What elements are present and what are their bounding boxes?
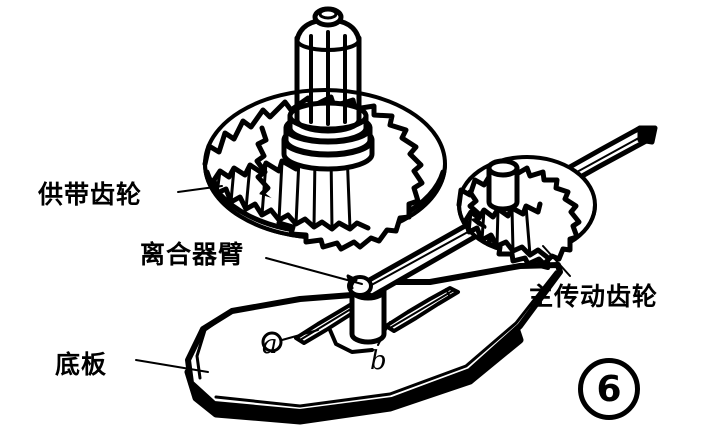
main-drive-gear-shape bbox=[456, 155, 597, 267]
label-clutch-arm: 离合器臂 bbox=[140, 240, 245, 269]
leader-base-plate bbox=[135, 359, 209, 373]
label-main-drive-gear: 主传动齿轮 bbox=[528, 282, 659, 311]
label-base-plate: 底板 bbox=[55, 350, 108, 379]
leader-main-drive-gear bbox=[542, 245, 571, 277]
label-feed-gear: 供带齿轮 bbox=[38, 180, 143, 209]
label-slot-b: b bbox=[370, 346, 387, 376]
leader-slot-b bbox=[377, 321, 391, 346]
main-drive-gear-front-teeth bbox=[463, 201, 550, 260]
figure-number-badge: 6 bbox=[578, 358, 640, 420]
leader-slot-a bbox=[281, 329, 319, 341]
main-drive-gear-pin-shape bbox=[486, 158, 520, 212]
slot-b-shape bbox=[384, 286, 460, 333]
label-slot-a: a bbox=[262, 330, 278, 360]
slot-a-dot bbox=[261, 331, 283, 353]
leader-feed-gear bbox=[177, 185, 223, 193]
leader-lines bbox=[135, 185, 571, 373]
feed-gear-column-shape bbox=[294, 6, 362, 134]
leader-clutch-arm bbox=[265, 257, 363, 285]
